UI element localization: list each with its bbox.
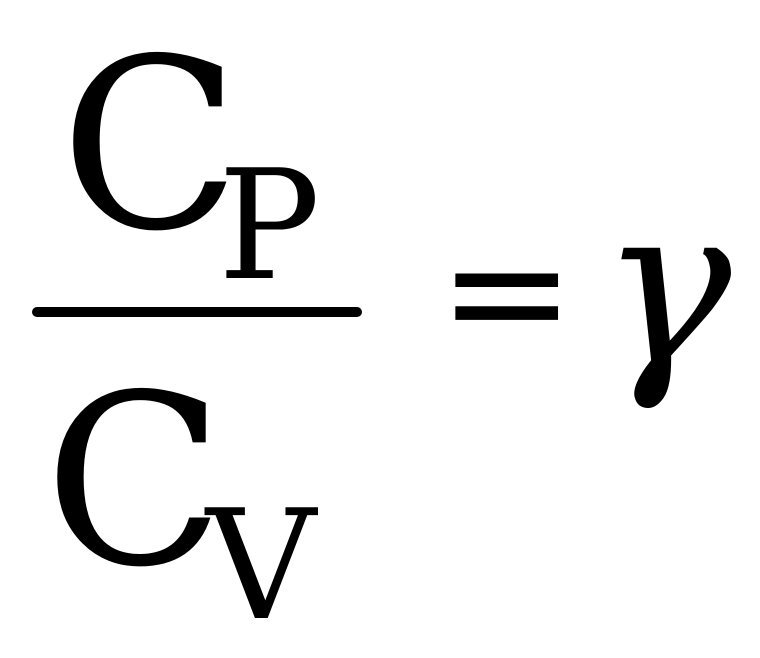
numerator-symbol: C xyxy=(60,8,241,283)
gamma-symbol: γ xyxy=(600,158,732,414)
denominator-symbol: C xyxy=(44,344,225,619)
numerator-subscript: P xyxy=(218,137,321,314)
fraction-bar xyxy=(32,307,362,317)
denominator-subscript: V xyxy=(206,477,316,654)
equals-sign: = xyxy=(438,196,576,387)
